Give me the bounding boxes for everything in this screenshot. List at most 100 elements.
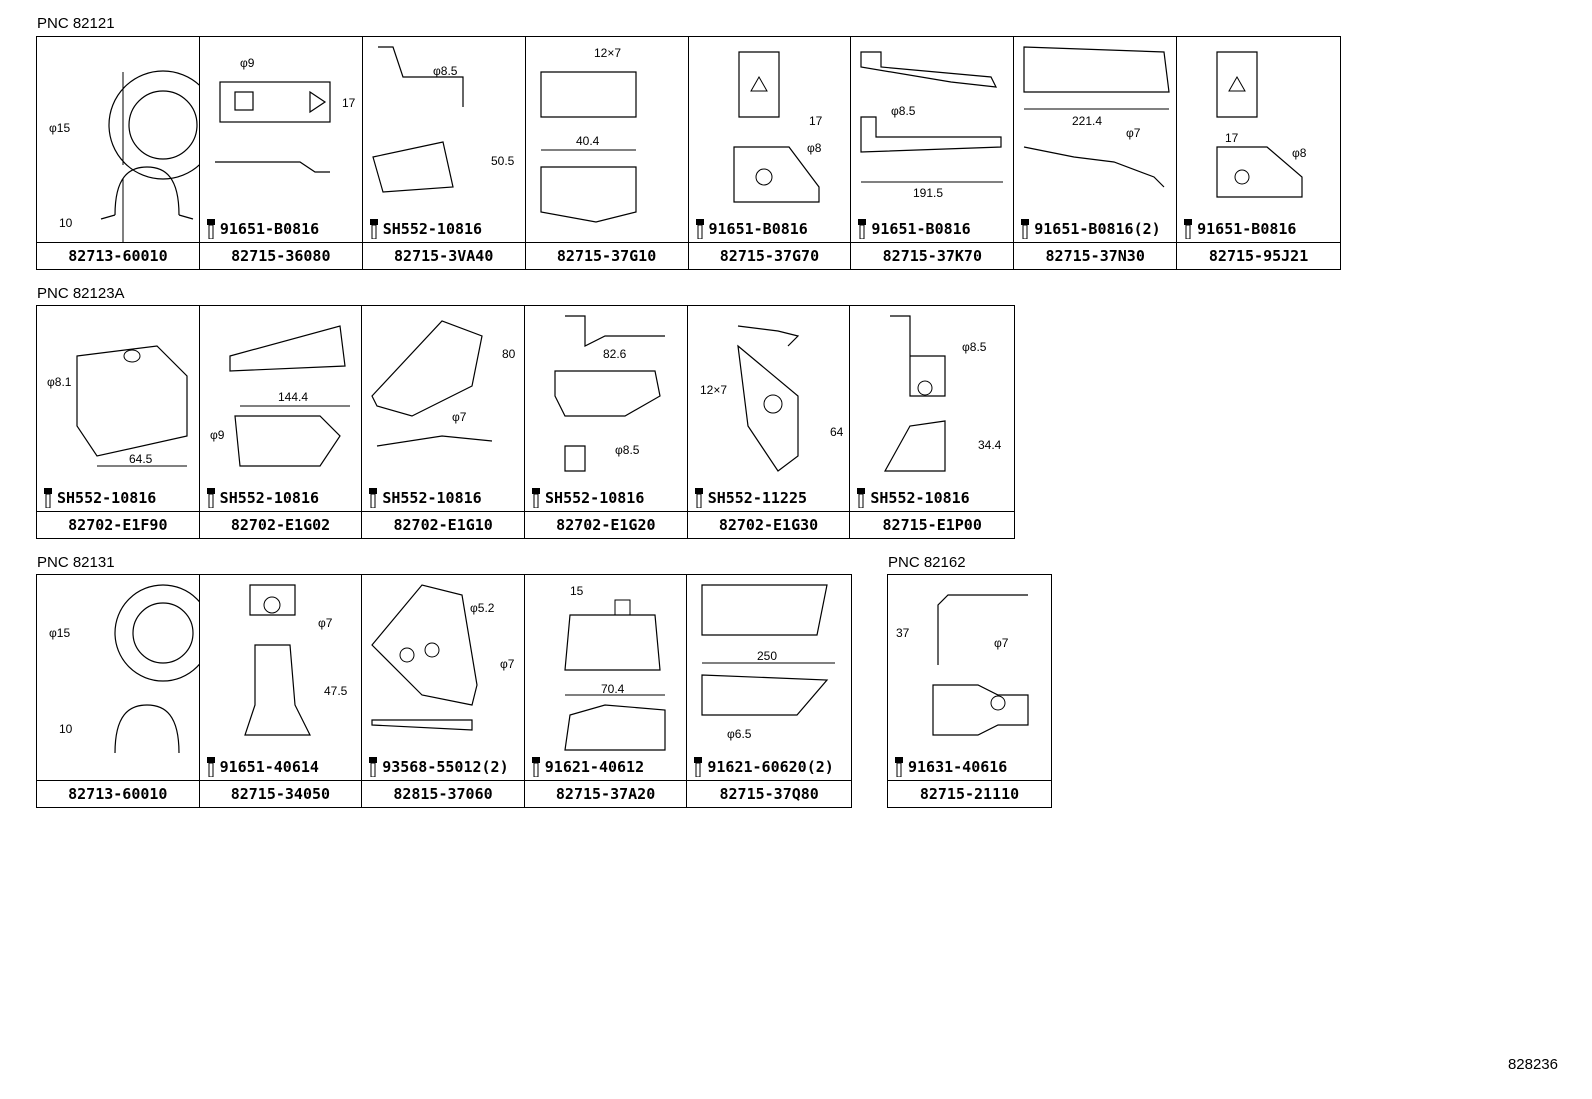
part-cell[interactable]: 37 φ7 91631-40616 82715-21110 [888, 575, 1051, 807]
bolt-number: 91651-B0816 [219, 220, 320, 238]
svg-text:φ9: φ9 [240, 56, 255, 70]
part-cell[interactable]: φ15 10 82713-60010 [37, 37, 200, 269]
part-cell[interactable]: φ8.1 64.5 SH552-10816 82702-E1F90 [37, 306, 200, 538]
part-cell[interactable]: 250 φ6.5 91621-60620(2) 82715-37Q80 [687, 575, 851, 807]
svg-text:φ8.1: φ8.1 [47, 375, 72, 389]
bolt-icon [694, 488, 703, 508]
svg-text:φ6.5: φ6.5 [727, 727, 752, 741]
bolt-label: SH552-10816 [367, 219, 482, 239]
svg-text:40.4: 40.4 [576, 134, 600, 148]
part-cell[interactable]: 82.6 φ8.5 SH552-10816 82702-E1G20 [525, 306, 688, 538]
svg-text:64.5: 64.5 [129, 452, 153, 466]
part-cell[interactable]: 80 φ7 SH552-10816 82702-E1G10 [362, 306, 526, 538]
part-number: 82715-37N30 [1014, 242, 1177, 269]
pnc-label-82121: PNC 82121 [37, 15, 115, 32]
svg-text:10: 10 [59, 722, 73, 736]
part-cell[interactable]: 12×7 64 SH552-11225 82702-E1G30 [687, 306, 851, 538]
bolt-number: 91651-B0816(2) [1034, 220, 1161, 238]
part-cell[interactable]: φ5.2 φ7 93568-55012(2) 82815-37060 [362, 575, 525, 807]
part-number: 82715-37G70 [688, 242, 851, 269]
parts-grid-82121: φ15 10 82713-60010 φ9 17 91651-B0816 827… [36, 36, 1341, 270]
part-number: 82715-37A20 [524, 780, 687, 807]
bolt-label: 91631-40616 [892, 757, 1007, 777]
svg-text:φ7: φ7 [994, 636, 1009, 650]
part-number: 82702-E1F90 [37, 511, 199, 538]
bolt-icon [695, 219, 704, 239]
part-cell[interactable]: φ9 17 91651-B0816 82715-36080 [199, 37, 363, 269]
bracket-drawing: φ8.5 34.4 [884, 315, 1002, 472]
bolt-number: 93568-55012(2) [382, 758, 509, 776]
pnc-label-82131: PNC 82131 [37, 554, 115, 571]
part-cell[interactable]: 17 φ8 91651-B0816 82715-95J21 [1177, 37, 1340, 269]
svg-text:80: 80 [502, 347, 516, 361]
bolt-icon [532, 488, 541, 508]
part-cell[interactable]: 17 φ8 91651-B0816 82715-37G70 [688, 37, 852, 269]
part-cell[interactable]: 12×7 40.4 82715-37G10 [525, 37, 689, 269]
bracket-drawing: φ8.1 64.5 [47, 345, 188, 467]
bolt-number: SH552-10816 [57, 489, 157, 507]
bracket-drawing: 221.4 φ7 [1023, 46, 1170, 188]
bolt-icon [1021, 219, 1030, 239]
bolt-label: 91621-40612 [529, 757, 644, 777]
svg-text:144.4: 144.4 [278, 390, 308, 404]
bolt-label: 91651-B0816 [1181, 219, 1296, 239]
parts-grid-82162: 37 φ7 91631-40616 82715-21110 [887, 574, 1052, 808]
bracket-drawing: 17 φ8 [732, 51, 822, 203]
bracket-drawing: 80 φ7 [371, 320, 516, 447]
part-cell[interactable]: φ8.5 34.4 SH552-10816 82715-E1P00 [850, 306, 1015, 538]
svg-text:221.4: 221.4 [1072, 114, 1102, 128]
bolt-label: SH552-10816 [366, 488, 482, 508]
svg-text:φ7: φ7 [1126, 126, 1141, 140]
svg-text:47.5: 47.5 [324, 684, 348, 698]
part-number: 82715-21110 [888, 780, 1051, 807]
bolt-number: 91621-60620(2) [707, 758, 834, 776]
svg-text:φ15: φ15 [49, 121, 70, 135]
bracket-drawing: φ7 47.5 [243, 584, 348, 736]
bolt-icon [694, 757, 703, 777]
svg-text:φ7: φ7 [500, 657, 515, 671]
bolt-icon [206, 488, 215, 508]
svg-text:82.6: 82.6 [603, 347, 627, 361]
svg-text:φ8: φ8 [807, 141, 822, 155]
pnc-label-82123a: PNC 82123A [37, 285, 125, 302]
svg-text:φ7: φ7 [452, 410, 467, 424]
svg-text:17: 17 [1225, 131, 1239, 145]
part-number: 82702-E1G20 [525, 511, 687, 538]
svg-text:15: 15 [570, 584, 584, 598]
bolt-icon [895, 757, 903, 777]
bolt-number: 91651-40614 [219, 758, 319, 776]
svg-text:64: 64 [830, 425, 844, 439]
pnc-label-82162: PNC 82162 [888, 554, 966, 571]
svg-text:φ5.2: φ5.2 [470, 601, 495, 615]
bolt-number: 91651-B0816 [1197, 220, 1297, 238]
part-number: 82715-34050 [199, 780, 362, 807]
bolt-number: 91651-B0816 [708, 220, 808, 238]
bolt-label: SH552-10816 [204, 488, 319, 508]
part-number: 82702-E1G30 [687, 511, 850, 538]
part-number: 82815-37060 [362, 780, 524, 807]
part-cell[interactable]: 144.4 φ9 SH552-10816 82702-E1G02 [199, 306, 363, 538]
bolt-number: SH552-10816 [870, 489, 970, 507]
bolt-label: 91621-60620(2) [691, 757, 834, 777]
bolt-label: SH552-10816 [529, 488, 644, 508]
part-cell[interactable]: φ8.5 191.5 91651-B0816 82715-37K70 [851, 37, 1015, 269]
part-cell[interactable]: 15 70.4 91621-40612 82715-37A20 [524, 575, 688, 807]
part-cell[interactable]: φ15 10 82713-60010 [37, 575, 200, 807]
bolt-icon [44, 488, 52, 508]
bolt-icon [531, 757, 540, 777]
bracket-drawing: 144.4 φ9 [210, 325, 350, 467]
part-number: 82702-E1G02 [199, 511, 362, 538]
part-cell[interactable]: φ8.5 50.5 SH552-10816 82715-3VA40 [362, 37, 526, 269]
part-cell[interactable]: φ7 47.5 91651-40614 82715-34050 [199, 575, 363, 807]
part-number: 82713-60010 [37, 242, 199, 269]
part-number: 82715-E1P00 [850, 511, 1015, 538]
diagram-id: 828236 [1507, 1056, 1558, 1073]
bracket-drawing: 250 φ6.5 [701, 584, 836, 741]
bolt-icon [206, 219, 215, 239]
parts-grid-82131: φ15 10 82713-60010 φ7 47.5 91651-40614 8… [36, 574, 852, 808]
bolt-number: SH552-10816 [382, 489, 482, 507]
svg-text:191.5: 191.5 [913, 186, 943, 200]
bolt-icon [857, 488, 866, 508]
bolt-label: 93568-55012(2) [366, 757, 509, 777]
part-cell[interactable]: 221.4 φ7 91651-B0816(2) 82715-37N30 [1014, 37, 1178, 269]
